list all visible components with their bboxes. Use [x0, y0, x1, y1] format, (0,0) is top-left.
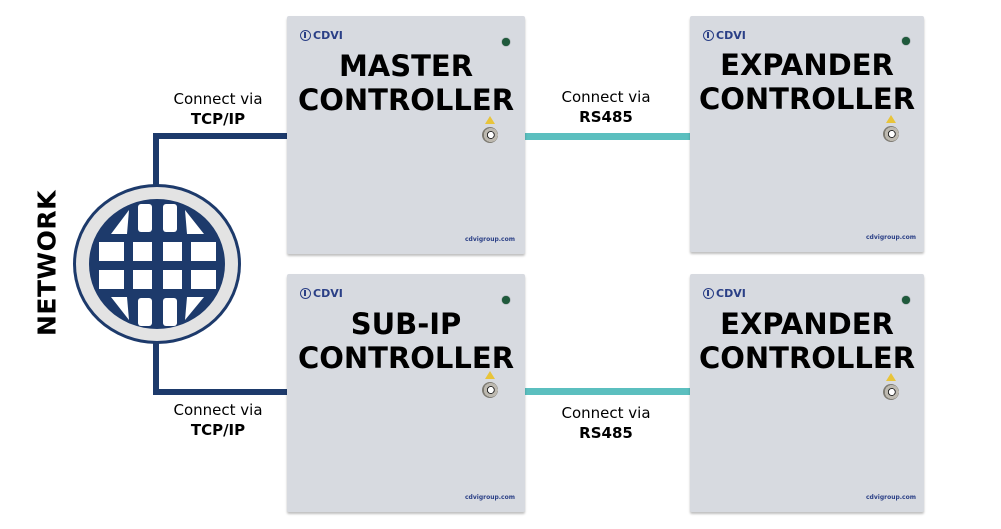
brand-url: cdvigroup.com	[866, 494, 916, 501]
key-lock-icon	[883, 384, 899, 400]
status-led-icon	[902, 296, 910, 304]
brand-url: cdvigroup.com	[465, 494, 515, 501]
warning-icon	[485, 116, 495, 124]
connection-label-rs485-top: Connect via RS485	[534, 87, 678, 127]
warning-icon	[886, 115, 896, 123]
globe-icon	[73, 184, 241, 344]
connection-protocol: TCP/IP	[190, 421, 246, 439]
cdvi-logo: CDVI	[300, 287, 343, 300]
connection-protocol: TCP/IP	[190, 110, 246, 128]
connection-text: Connect via	[173, 401, 263, 419]
rs485-line-top	[524, 133, 692, 140]
tcpip-line-bottom-horizontal	[153, 389, 288, 395]
status-led-icon	[902, 37, 910, 45]
connection-label-tcpip-bottom: Connect via TCP/IP	[150, 400, 286, 440]
network-label: NETWORK	[32, 189, 62, 337]
brand-url: cdvigroup.com	[866, 234, 916, 241]
master-controller-box: CDVI MASTER CONTROLLER cdvigroup.com	[287, 16, 525, 254]
connection-protocol: RS485	[579, 424, 633, 442]
connection-protocol: RS485	[579, 108, 633, 126]
cdvi-logo-icon	[300, 288, 311, 299]
tcpip-line-bottom-vertical	[153, 325, 159, 395]
key-lock-icon	[482, 382, 498, 398]
connection-text: Connect via	[561, 88, 651, 106]
key-lock-icon	[883, 126, 899, 142]
tcpip-line-top-horizontal	[153, 133, 288, 139]
brand-url: cdvigroup.com	[465, 236, 515, 243]
cdvi-logo: CDVI	[300, 29, 343, 42]
cdvi-logo-icon	[703, 288, 714, 299]
rs485-line-bottom	[524, 388, 692, 395]
status-led-icon	[502, 296, 510, 304]
cdvi-logo-icon	[703, 30, 714, 41]
controller-title: MASTER CONTROLLER	[297, 49, 515, 117]
warning-icon	[485, 371, 495, 379]
connection-text: Connect via	[561, 404, 651, 422]
tcpip-line-top-vertical	[153, 133, 159, 203]
controller-title: SUB-IP CONTROLLER	[297, 307, 515, 375]
sub-ip-controller-box: CDVI SUB-IP CONTROLLER cdvigroup.com	[287, 274, 525, 512]
key-lock-icon	[482, 127, 498, 143]
status-led-icon	[502, 38, 510, 46]
cdvi-logo: CDVI	[703, 287, 746, 300]
expander-controller-top-box: CDVI EXPANDER CONTROLLER cdvigroup.com	[690, 16, 924, 252]
warning-icon	[886, 373, 896, 381]
connection-text: Connect via	[173, 90, 263, 108]
expander-controller-bottom-box: CDVI EXPANDER CONTROLLER cdvigroup.com	[690, 274, 924, 512]
cdvi-logo-icon	[300, 30, 311, 41]
cdvi-logo: CDVI	[703, 29, 746, 42]
controller-title: EXPANDER CONTROLLER	[698, 48, 916, 116]
controller-title: EXPANDER CONTROLLER	[698, 307, 916, 375]
connection-label-rs485-bottom: Connect via RS485	[534, 403, 678, 443]
connection-label-tcpip-top: Connect via TCP/IP	[150, 89, 286, 129]
